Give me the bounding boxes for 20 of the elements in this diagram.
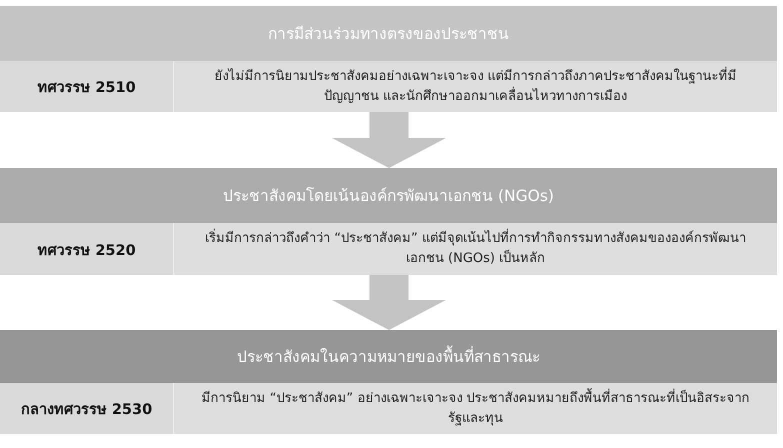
description-cell <box>173 61 777 112</box>
decade-cell <box>0 223 173 275</box>
description-text: เริ่มมีการกล่าวถึงคำว่า “ประชาสังคม” แต่มีจุดเน้นไปที่การทำกิจกรรมทางสังคมขององค์กรพัฒนาเอกชน (NGOs) เป็นหลัก <box>196 229 755 269</box>
decade-cell <box>0 61 173 112</box>
block-arrow <box>332 112 446 168</box>
decade-cell <box>0 383 173 434</box>
stage-title: ประชาสังคมในความหมายของพื้นที่สาธารณะ <box>237 344 540 369</box>
description-text: มีการนิยาม “ประชาสังคม” อย่างเฉพาะเจาะจง ประชาสังคมหมายถึงพื้นที่สาธารณะที่เป็นอิสระจากรัฐและทุน <box>196 388 755 428</box>
header-band <box>0 6 777 61</box>
decade-label: กลางทศวรรษ 2530 <box>20 401 152 420</box>
block-arrow <box>332 275 446 330</box>
header-band <box>0 330 777 383</box>
description-text: ยังไม่มีการนิยามประชาสังคมอย่างเฉพาะเจาะจง แต่มีการกล่าวถึงภาคประชาสังคมในฐานะที่มีปัญญาชน และนักศึกษาออกมาเคลื่อนไหวทางการเมือง <box>213 66 738 106</box>
decade-label: ทศวรรษ 2510 <box>37 79 136 98</box>
header-band <box>0 168 777 223</box>
description-cell <box>173 223 777 275</box>
stage-title: ประชาสังคมโดยเน้นองค์กรพัฒนาเอกชน (NGOs) <box>223 186 554 207</box>
stage-title: การมีส่วนร่วมทางตรงของประชาชน <box>268 24 509 45</box>
decade-label: ทศวรรษ 2520 <box>37 242 136 260</box>
description-cell <box>173 383 777 434</box>
